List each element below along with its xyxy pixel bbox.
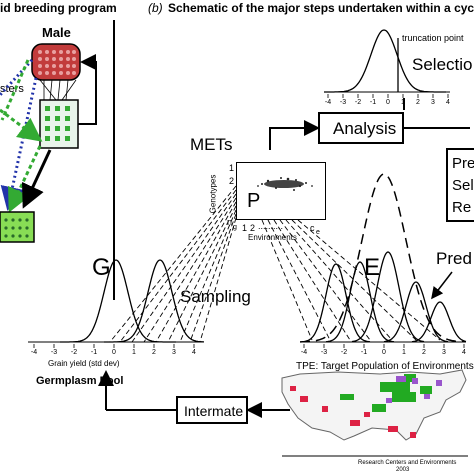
axis-tick-label: -4	[31, 349, 37, 356]
blue-dotted-line-a	[0, 58, 34, 97]
axis-tick-label: -4	[325, 99, 331, 106]
e-axis-ticks: -4 -3 -2 -1 0 1 2 3 4	[301, 344, 466, 356]
axis-tick-label: -4	[301, 349, 307, 356]
e-distribution-curves	[300, 173, 467, 343]
axis-tick-label: -1	[370, 99, 376, 106]
selection-curve	[324, 29, 450, 93]
p-row-2: 2	[229, 176, 235, 186]
axis-tick-label: -3	[340, 99, 346, 106]
g-axis-ticks: -4 -3 -2 -1 0 1 2 3 4	[31, 344, 196, 356]
p-col-2: 2	[250, 223, 256, 233]
intermate-box: Intermate	[176, 396, 248, 424]
selection-label: Selectio	[412, 55, 473, 74]
axis-tick-label: -2	[341, 349, 347, 356]
axis-tick-label: -2	[71, 349, 77, 356]
p-matrix-scatter	[257, 177, 313, 191]
axis-tick-label: 2	[422, 349, 426, 356]
g-label: G	[92, 254, 111, 281]
axis-tick-label: -1	[361, 349, 367, 356]
mets-label: METs	[190, 135, 233, 154]
mets-to-analysis-arrow	[269, 120, 320, 150]
e-label: E	[364, 254, 381, 281]
axis-tick-label: 0	[112, 349, 116, 356]
female-box	[0, 211, 35, 243]
green-dashed-line-b	[0, 59, 30, 121]
axis-tick-label: 1	[132, 349, 136, 356]
g-distribution-curves	[28, 259, 204, 343]
feedback-arrow	[78, 54, 97, 125]
prediction-label: Pred	[436, 249, 472, 268]
panel-b-label: (b)	[148, 1, 163, 15]
p-matrix-box: P	[236, 162, 326, 220]
map-credit-line-2: 2003	[396, 467, 410, 473]
map-credit-line-1: Research Centers and Environments	[358, 460, 457, 466]
axis-tick-label: 2	[416, 99, 420, 106]
axis-tick-label: 3	[442, 349, 446, 356]
axis-tick-label: 4	[462, 349, 466, 356]
p-row-1: 1	[229, 163, 235, 173]
intermate-label: Intermate	[184, 403, 244, 419]
tester-to-female-arrow	[21, 149, 52, 209]
tester-grid	[39, 99, 79, 149]
male-node	[31, 43, 81, 81]
grain-yield-axis-label: Grain yield (std dev)	[48, 359, 120, 368]
analysis-label: Analysis	[333, 119, 397, 138]
green-dashed-line-c	[8, 145, 42, 213]
us-map	[281, 369, 468, 457]
p-row-n: n	[227, 217, 233, 227]
pred-box-line-1: Pre	[452, 155, 474, 172]
environments-axis-label: Environments	[248, 233, 297, 242]
analysis-box: Analysis	[318, 112, 404, 144]
panel-b-header: Schematic of the major steps undertaken …	[168, 1, 474, 15]
green-dashed-line-a	[0, 108, 43, 142]
axis-tick-label: 3	[431, 99, 435, 106]
axis-tick-label: -3	[51, 349, 57, 356]
p-col-dots: ..........	[258, 221, 284, 231]
prediction-box: Pre Sel Re	[446, 148, 474, 222]
environment-dashed-lines	[261, 219, 441, 341]
genotypes-axis-label: Genotypes	[208, 174, 218, 214]
truncation-point-label: truncation point	[402, 33, 464, 43]
left-panel-header: id breeding program	[0, 1, 117, 15]
p-col-1: 1	[242, 223, 248, 233]
male-label: Male	[42, 25, 71, 40]
testers-label: sters	[0, 83, 24, 95]
pred-box-line-2: Sel	[452, 177, 474, 194]
p-col-c: c	[310, 223, 315, 233]
axis-tick-label: -1	[91, 349, 97, 356]
axis-tick-label: 0	[386, 99, 390, 106]
pred-box-line-3: Re	[452, 199, 472, 216]
axis-tick-label: 2	[152, 349, 156, 356]
p-col-c-sub: e	[316, 229, 320, 236]
axis-tick-label: -3	[321, 349, 327, 356]
p-row-n-sub: g	[233, 224, 237, 231]
germplasm-pool-label: Germplasm Pool	[36, 375, 124, 387]
p-matrix-label: P	[247, 190, 261, 212]
axis-tick-label: -2	[355, 99, 361, 106]
sampling-label: Sampling	[180, 287, 251, 306]
tpe-label: TPE: Target Population of Environments	[296, 361, 474, 372]
axis-tick-label: 4	[446, 99, 450, 106]
axis-tick-label: 0	[382, 349, 386, 356]
prediction-arrow	[431, 271, 453, 300]
male-to-tester-lines	[39, 79, 77, 101]
sampling-dashed-lines	[109, 185, 237, 343]
axis-tick-label: 1	[402, 349, 406, 356]
axis-tick-label: 3	[172, 349, 176, 356]
axis-tick-label: 4	[192, 349, 196, 356]
